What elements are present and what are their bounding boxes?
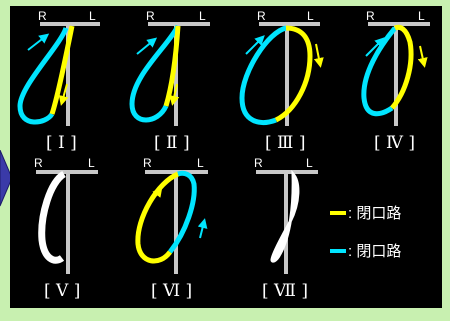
yellow-path — [135, 171, 180, 264]
diagram-6: R L [ Ⅵ ] — [135, 156, 208, 301]
cyan-path — [17, 27, 69, 125]
cyan-arrow-icon — [365, 37, 385, 57]
axis-label-r: R — [38, 9, 47, 23]
axis-label-r: R — [254, 156, 263, 170]
yellow-path — [163, 25, 181, 107]
yellow-arrow-icon — [147, 186, 163, 207]
cyan-arrow-icon — [27, 33, 50, 51]
diagram-label: [ Ⅴ ] — [44, 281, 80, 301]
diagram-panel: R L [ Ⅰ ] R L [ Ⅱ ] R L — [10, 6, 442, 308]
cyan-path — [239, 25, 287, 125]
axis-label-l: L — [199, 9, 206, 23]
axis-label-r: R — [143, 156, 152, 170]
cyan-path — [168, 170, 197, 254]
diagram-label: [ Ⅶ ] — [262, 281, 308, 301]
diagram-label: [ Ⅱ ] — [154, 133, 190, 153]
axis-label-l: L — [306, 156, 313, 170]
yellow-arrow-icon — [169, 83, 180, 106]
yellow-arrow-icon — [313, 43, 324, 68]
diagram-label: [ Ⅳ ] — [374, 133, 415, 153]
white-path — [270, 169, 300, 263]
diagram-label: [ Ⅰ ] — [46, 133, 77, 153]
diagram-7: R L [ Ⅶ ] — [254, 156, 318, 301]
side-arrow-icon — [0, 150, 13, 207]
diagram-2: R L [ Ⅱ ] — [129, 9, 210, 153]
diagram-label: [ Ⅵ ] — [151, 281, 192, 301]
cyan-path — [361, 26, 397, 117]
axis-label-r: R — [34, 156, 43, 170]
diagram-1: R L [ Ⅰ ] — [17, 9, 100, 153]
axis-label-r: R — [366, 9, 375, 23]
legend: : 閉口路 : 閉口路 — [330, 205, 401, 260]
diagram-5: R L [ Ⅴ ] — [34, 156, 98, 301]
axis-label-l: L — [307, 9, 314, 23]
axis-label-l: L — [418, 9, 425, 23]
legend-label: : 閉口路 — [348, 243, 401, 260]
yellow-arrow-icon — [417, 45, 428, 68]
legend-label: : 閉口路 — [348, 205, 401, 222]
yellow-path — [390, 24, 414, 110]
white-path — [38, 170, 67, 264]
diagram-label: [ Ⅲ ] — [265, 133, 305, 153]
axis-label-l: L — [89, 9, 96, 23]
cyan-arrow-icon — [136, 37, 158, 55]
axis-label-l: L — [88, 156, 95, 170]
yellow-arrow-icon — [58, 83, 69, 106]
diagram-4: R L [ Ⅳ ] — [361, 9, 430, 153]
axis-label-r: R — [257, 9, 266, 23]
cyan-arrow-icon — [197, 218, 208, 239]
loop-diagrams: R L [ Ⅰ ] R L [ Ⅱ ] R L — [17, 9, 430, 301]
yellow-path — [274, 25, 313, 123]
diagram-3: R L [ Ⅲ ] — [239, 9, 324, 153]
yellow-path — [49, 25, 75, 115]
axis-label-r: R — [146, 9, 155, 23]
cyan-path — [129, 24, 181, 123]
axis-label-l: L — [197, 156, 204, 170]
cyan-arrow-icon — [245, 35, 265, 55]
